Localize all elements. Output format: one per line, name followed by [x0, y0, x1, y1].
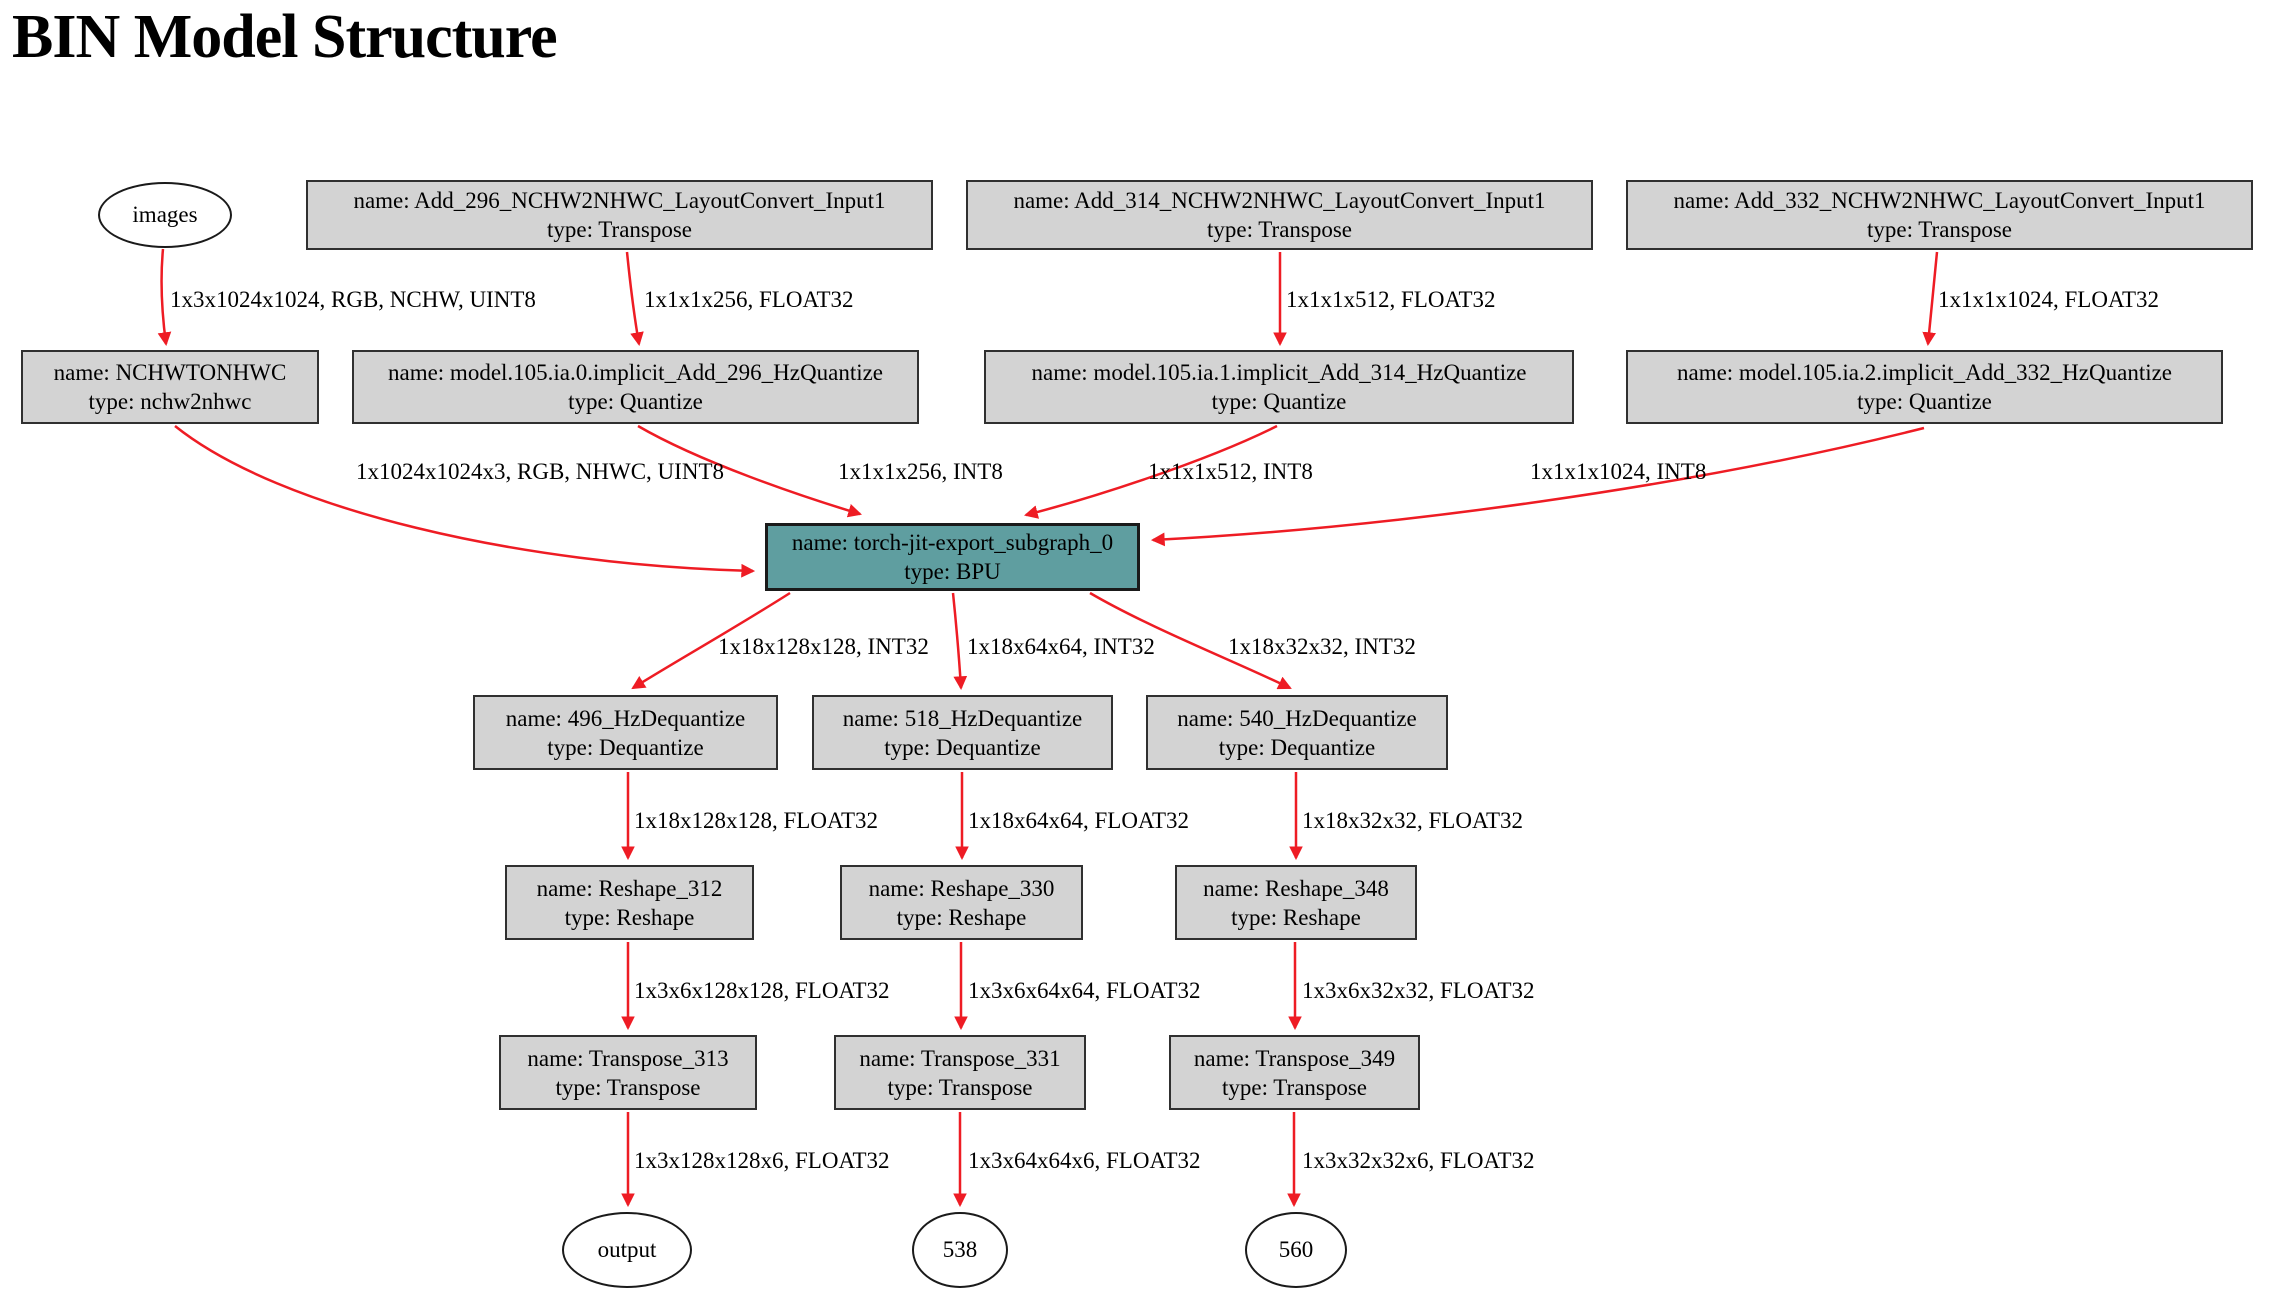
edge-quant2-to-bpu [1150, 426, 1925, 547]
edge-label-nchw-to-bpu: 1x1024x1024x3, RGB, NHWC, UINT8 [356, 459, 724, 484]
edge-label-add296-to-quant0: 1x1x1x256, FLOAT32 [644, 287, 854, 312]
node-type-line: type: Reshape [896, 904, 1027, 930]
node-add-332-layoutconvert: name: Add_332_NCHW2NHWC_LayoutConvert_In… [1626, 180, 2253, 250]
edge-add296-to-quant0 [625, 251, 644, 347]
node-dequantize-2: name: 540_HzDequantize type: Dequantize [1146, 695, 1448, 770]
node-output-560-label: 560 [1278, 1237, 1314, 1262]
node-add-296-layoutconvert: name: Add_296_NCHW2NHWC_LayoutConvert_In… [306, 180, 933, 250]
node-type-line: type: Reshape [564, 904, 695, 930]
node-name-line: name: Reshape_330 [868, 875, 1055, 901]
edge-label-reshape1-to-transpose1: 1x3x6x64x64, FLOAT32 [968, 978, 1201, 1003]
node-name-line: name: model.105.ia.1.implicit_Add_314_Hz… [1031, 360, 1527, 385]
node-type-line: type: Quantize [568, 389, 703, 414]
node-dequantize-1: name: 518_HzDequantize type: Dequantize [812, 695, 1113, 770]
edge-quant1-to-bpu [1024, 424, 1278, 519]
node-name-line: name: model.105.ia.0.implicit_Add_296_Hz… [387, 360, 884, 385]
node-type-line: type: Dequantize [547, 734, 704, 760]
edge-bpu-to-deq0 [631, 591, 791, 690]
node-name-line: name: Add_314_NCHW2NHWC_LayoutConvert_In… [1013, 188, 1546, 213]
edge-label-transpose2-to-560: 1x3x32x32x6, FLOAT32 [1302, 1148, 1535, 1173]
node-quantize-0: name: model.105.ia.0.implicit_Add_296_Hz… [352, 350, 919, 424]
edge-label-add314-to-quant1: 1x1x1x512, FLOAT32 [1286, 287, 1496, 312]
edge-label-bpu-to-deq0: 1x18x128x128, INT32 [718, 634, 929, 659]
node-quantize-2: name: model.105.ia.2.implicit_Add_332_Hz… [1626, 350, 2223, 424]
node-nchwtonhwc: name: NCHWTONHWC type: nchw2nhwc [21, 350, 319, 424]
node-type-line: type: Reshape [1231, 904, 1361, 930]
node-type-line: type: BPU [904, 559, 1001, 584]
edge-label-transpose1-to-538: 1x3x64x64x6, FLOAT32 [968, 1148, 1201, 1173]
edge-label-quant1-to-bpu: 1x1x1x512, INT8 [1148, 459, 1313, 484]
node-output-538: 538 [912, 1212, 1008, 1288]
node-name-line: name: Reshape_348 [1203, 875, 1389, 901]
node-name-line: name: Add_296_NCHW2NHWC_LayoutConvert_In… [353, 188, 886, 213]
node-name-line: name: Reshape_312 [536, 875, 723, 901]
edges [157, 248, 1939, 1208]
node-quantize-1: name: model.105.ia.1.implicit_Add_314_Hz… [984, 350, 1574, 424]
node-transpose-331: name: Transpose_331 type: Transpose [834, 1035, 1086, 1110]
edge-label-add332-to-quant2: 1x1x1x1024, FLOAT32 [1938, 287, 2160, 312]
node-type-line: type: Transpose [1866, 217, 2013, 242]
page-title: BIN Model Structure [12, 3, 558, 71]
edge-label-images-to-nchw: 1x3x1024x1024, RGB, NCHW, UINT8 [170, 287, 536, 312]
node-name-line: name: 496_HzDequantize [505, 705, 746, 731]
edge-add332-to-quant2 [1922, 251, 1939, 347]
node-output-538-label: 538 [942, 1237, 978, 1262]
edge-label-deq2-to-reshape2: 1x18x32x32, FLOAT32 [1302, 808, 1524, 833]
node-images: images [98, 182, 232, 248]
node-output-label: output [597, 1237, 657, 1262]
node-name-line: name: Transpose_349 [1193, 1045, 1396, 1071]
node-transpose-313: name: Transpose_313 type: Transpose [499, 1035, 757, 1110]
node-bpu-subgraph: name: torch-jit-export_subgraph_0 type: … [765, 523, 1140, 591]
node-type-line: type: Transpose [546, 217, 693, 242]
node-type-line: type: Transpose [1221, 1074, 1368, 1100]
node-type-line: type: Dequantize [884, 734, 1041, 760]
node-output-560: 560 [1245, 1212, 1347, 1288]
edge-images-to-nchw [157, 248, 172, 347]
node-name-line: name: model.105.ia.2.implicit_Add_332_Hz… [1676, 360, 2173, 385]
node-type-line: type: Dequantize [1218, 734, 1376, 760]
node-output: output [562, 1212, 692, 1288]
node-images-label: images [132, 202, 198, 227]
node-type-line: type: Quantize [1211, 389, 1347, 414]
edge-quant0-to-bpu [637, 424, 862, 518]
node-type-line: type: Transpose [555, 1074, 701, 1100]
edge-bpu-to-deq2 [1089, 591, 1292, 690]
edge-label-bpu-to-deq1: 1x18x64x64, INT32 [967, 634, 1155, 659]
node-name-line: name: NCHWTONHWC [53, 360, 287, 385]
edge-label-deq0-to-reshape0: 1x18x128x128, FLOAT32 [634, 808, 879, 833]
edge-label-bpu-to-deq2: 1x18x32x32, INT32 [1228, 634, 1416, 659]
node-reshape-312: name: Reshape_312 type: Reshape [505, 865, 754, 940]
edge-label-quant2-to-bpu: 1x1x1x1024, INT8 [1530, 459, 1707, 484]
edge-label-transpose0-to-output: 1x3x128x128x6, FLOAT32 [634, 1148, 890, 1173]
node-type-line: type: Transpose [887, 1074, 1033, 1100]
node-reshape-330: name: Reshape_330 type: Reshape [840, 865, 1083, 940]
node-name-line: name: 540_HzDequantize [1177, 705, 1417, 731]
node-name-line: name: Transpose_313 [527, 1045, 729, 1071]
node-dequantize-0: name: 496_HzDequantize type: Dequantize [473, 695, 778, 770]
node-add-314-layoutconvert: name: Add_314_NCHW2NHWC_LayoutConvert_In… [966, 180, 1593, 250]
node-type-line: type: Transpose [1206, 217, 1353, 242]
node-name-line: name: Add_332_NCHW2NHWC_LayoutConvert_In… [1673, 188, 2206, 213]
edge-bpu-to-deq1 [951, 592, 968, 691]
edge-label-reshape0-to-transpose0: 1x3x6x128x128, FLOAT32 [634, 978, 890, 1003]
node-reshape-348: name: Reshape_348 type: Reshape [1175, 865, 1417, 940]
edge-label-quant0-to-bpu: 1x1x1x256, INT8 [838, 459, 1003, 484]
node-type-line: type: nchw2nhwc [88, 389, 252, 414]
node-name-line: name: torch-jit-export_subgraph_0 [791, 530, 1114, 555]
node-name-line: name: Transpose_331 [859, 1045, 1061, 1071]
node-name-line: name: 518_HzDequantize [842, 705, 1083, 731]
edge-nchw-to-bpu [174, 425, 756, 578]
node-type-line: type: Quantize [1857, 389, 1992, 414]
node-transpose-349: name: Transpose_349 type: Transpose [1169, 1035, 1420, 1110]
edge-label-deq1-to-reshape1: 1x18x64x64, FLOAT32 [968, 808, 1190, 833]
edge-label-reshape2-to-transpose2: 1x3x6x32x32, FLOAT32 [1302, 978, 1535, 1003]
